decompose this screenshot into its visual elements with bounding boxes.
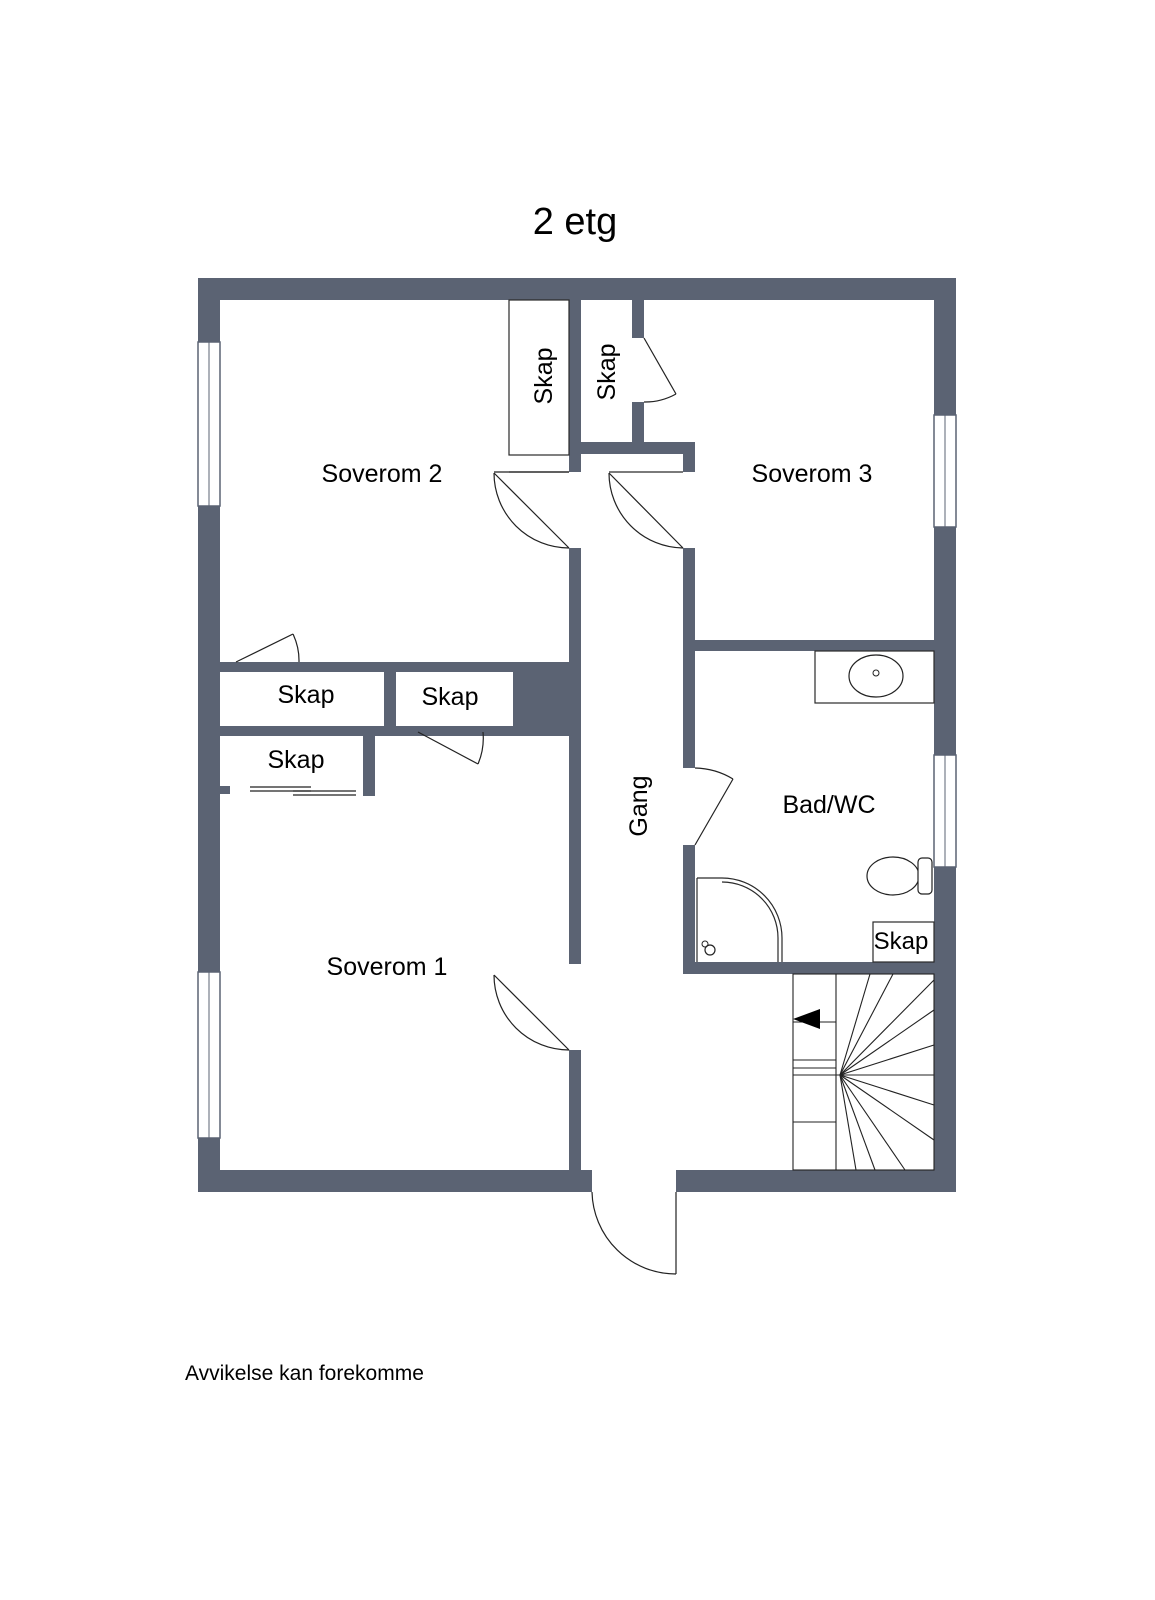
sink-icon [848,654,904,698]
room-label-gang: Gang [625,775,653,836]
windows [197,341,957,1139]
room-label-soverom-3: Soverom 3 [752,460,873,488]
skap-label-top-left: Skap [530,348,558,405]
skap-label-mid-right: Skap [422,683,479,711]
shower-icon [696,877,783,962]
interior-walls [220,300,934,1192]
skap-label-top-right: Skap [593,344,621,401]
floor-title: 2 etg [533,201,618,243]
room-label-soverom-1: Soverom 1 [327,953,448,981]
toilet-icon [866,856,933,896]
skap-label-bathroom: Skap [874,928,929,955]
room-label-soverom-2: Soverom 2 [322,460,443,488]
stair-direction-arrow-icon [793,1009,820,1029]
skap-label-mid-left: Skap [278,681,335,709]
skap-label-soverom-1: Skap [268,746,325,774]
footer-note: Avvikelse kan forekomme [185,1362,424,1385]
bathroom-fixtures [696,650,935,963]
room-label-bad-wc: Bad/WC [782,791,875,819]
doors [235,337,734,1275]
staircase [792,973,935,1171]
